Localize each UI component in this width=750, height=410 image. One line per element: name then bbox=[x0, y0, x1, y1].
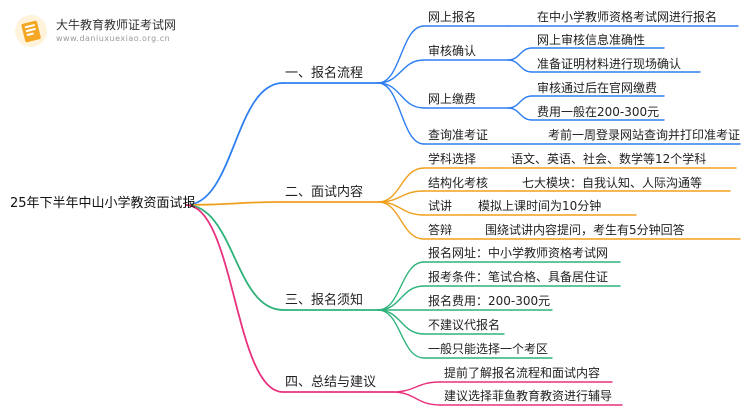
topic-node: 答辩 bbox=[428, 223, 453, 237]
detail-node: 准备证明材料进行现场确认 bbox=[537, 57, 682, 71]
topic-node: 提前了解报名流程和面试内容 bbox=[444, 366, 601, 380]
detail-node: 审核通过后在官网缴费 bbox=[537, 81, 658, 95]
detail-node: 费用一般在200-300元 bbox=[537, 105, 660, 119]
branch-label: 三、报名须知 bbox=[285, 293, 364, 308]
detail-node: 围绕试讲内容提问，考生有5分钟回答 bbox=[485, 223, 685, 237]
topic-node: 查询准考证 bbox=[428, 128, 489, 142]
connector-line bbox=[507, 47, 533, 61]
brand-title: 大牛教育教师证考试网 bbox=[56, 18, 177, 32]
connector-line bbox=[185, 82, 284, 206]
topic-node: 报名网址：中小学教师资格考试网 bbox=[428, 246, 609, 260]
connector-line bbox=[185, 204, 284, 393]
topic-node: 网上缴费 bbox=[428, 92, 477, 106]
topic-node: 结构化考核 bbox=[428, 176, 489, 190]
connector-line bbox=[377, 59, 425, 84]
detail-node: 模拟上课时间为10分钟 bbox=[478, 199, 602, 213]
topic-node: 学科选择 bbox=[428, 152, 477, 166]
connector-line bbox=[391, 381, 441, 393]
connector-line bbox=[185, 204, 284, 311]
detail-node: 在中小学教师资格考试网进行报名 bbox=[537, 10, 718, 24]
connector-line bbox=[377, 25, 425, 84]
connector-line bbox=[377, 201, 425, 240]
connector-line bbox=[185, 201, 284, 206]
detail-node: 七大模块：自我认知、人际沟通等 bbox=[522, 176, 703, 190]
connector-line bbox=[507, 95, 533, 109]
branch-label: 四、总结与建议 bbox=[285, 375, 377, 390]
topic-node: 网上报名 bbox=[428, 10, 477, 24]
book-logo-icon bbox=[14, 14, 50, 48]
topic-node: 报名费用：200-300元 bbox=[428, 294, 551, 308]
connector-line bbox=[391, 391, 441, 406]
connector-line bbox=[377, 309, 425, 359]
topic-node: 试讲 bbox=[428, 199, 453, 213]
topic-node: 一般只能选择一个考区 bbox=[428, 342, 549, 356]
connector-line bbox=[377, 82, 425, 109]
detail-node: 考前一周登录网站查询并打印准考证 bbox=[548, 128, 741, 142]
branch-label: 一、报名流程 bbox=[285, 66, 364, 81]
topic-node: 建议选择菲鱼教育教资进行辅导 bbox=[444, 389, 613, 403]
connector-line bbox=[377, 167, 425, 203]
connector-line bbox=[507, 59, 533, 73]
brand-url: www.daniuxuexiao.org.cn bbox=[56, 34, 171, 43]
topic-node: 审核确认 bbox=[428, 44, 477, 58]
connector-line bbox=[377, 309, 425, 335]
detail-node: 网上审核信息准确性 bbox=[537, 33, 646, 47]
connector-line bbox=[377, 285, 425, 311]
root-topic: 25年下半年中山小学教资面试报 bbox=[10, 196, 196, 211]
topic-node: 报考条件：笔试合格、具备居住证 bbox=[428, 270, 609, 284]
connector-line bbox=[377, 82, 425, 145]
connector-line bbox=[507, 107, 533, 121]
connector-line bbox=[377, 261, 425, 311]
branch-label: 二、面试内容 bbox=[285, 185, 364, 200]
topic-node: 不建议代报名 bbox=[428, 318, 501, 332]
detail-node: 语文、英语、社会、数学等12个学科 bbox=[511, 152, 707, 166]
